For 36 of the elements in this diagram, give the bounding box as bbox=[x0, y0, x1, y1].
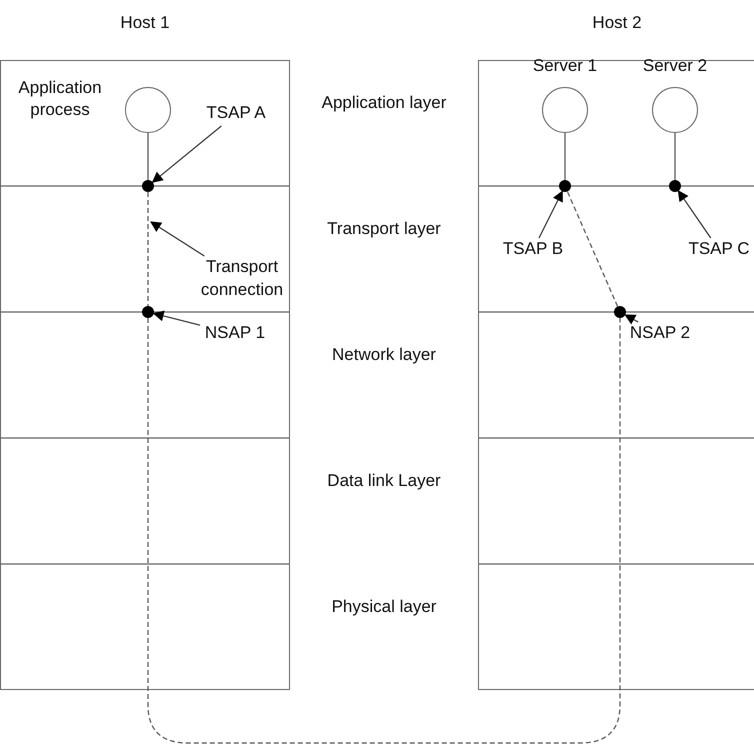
layer-label: Network layer bbox=[331, 344, 437, 366]
process-circle bbox=[125, 87, 171, 133]
process-label: Server 1 bbox=[532, 55, 598, 77]
access-point-dot bbox=[669, 180, 681, 192]
host-label: Host 2 bbox=[591, 12, 643, 34]
process-circle bbox=[542, 87, 588, 133]
dashed-connection-line bbox=[147, 318, 621, 744]
connector-line bbox=[564, 133, 566, 180]
layer-label: Data link Layer bbox=[326, 470, 442, 492]
dashed-connection-line bbox=[566, 191, 618, 307]
callout-label: TSAP C bbox=[684, 238, 754, 262]
process-circle bbox=[652, 87, 698, 133]
access-point-dot bbox=[142, 180, 154, 192]
callout-label: Transport connection bbox=[194, 256, 290, 304]
leader-arrow bbox=[678, 190, 712, 238]
process-label: Application process bbox=[17, 77, 103, 122]
leader-arrow bbox=[538, 190, 563, 238]
connector-line bbox=[674, 133, 676, 180]
access-point-dot bbox=[142, 306, 154, 318]
access-point-dot bbox=[614, 306, 626, 318]
callout-label: TSAP B bbox=[497, 238, 569, 262]
layer-label: Transport layer bbox=[326, 218, 442, 240]
access-point-dot bbox=[559, 180, 571, 192]
leader-arrow bbox=[152, 126, 222, 183]
leader-arrow bbox=[150, 221, 205, 256]
process-label: Server 2 bbox=[642, 55, 708, 77]
leader-arrow bbox=[152, 310, 200, 326]
layer-label: Physical layer bbox=[330, 596, 438, 618]
callout-label: TSAP A bbox=[200, 102, 272, 126]
callout-label: NSAP 2 bbox=[624, 322, 696, 346]
callout-label: NSAP 1 bbox=[200, 322, 270, 346]
layer-label: Application layer bbox=[320, 92, 448, 114]
host-label: Host 1 bbox=[119, 12, 171, 34]
leader-arrow bbox=[624, 314, 638, 324]
dashed-connection-line bbox=[147, 192, 149, 306]
connector-line bbox=[147, 133, 149, 180]
